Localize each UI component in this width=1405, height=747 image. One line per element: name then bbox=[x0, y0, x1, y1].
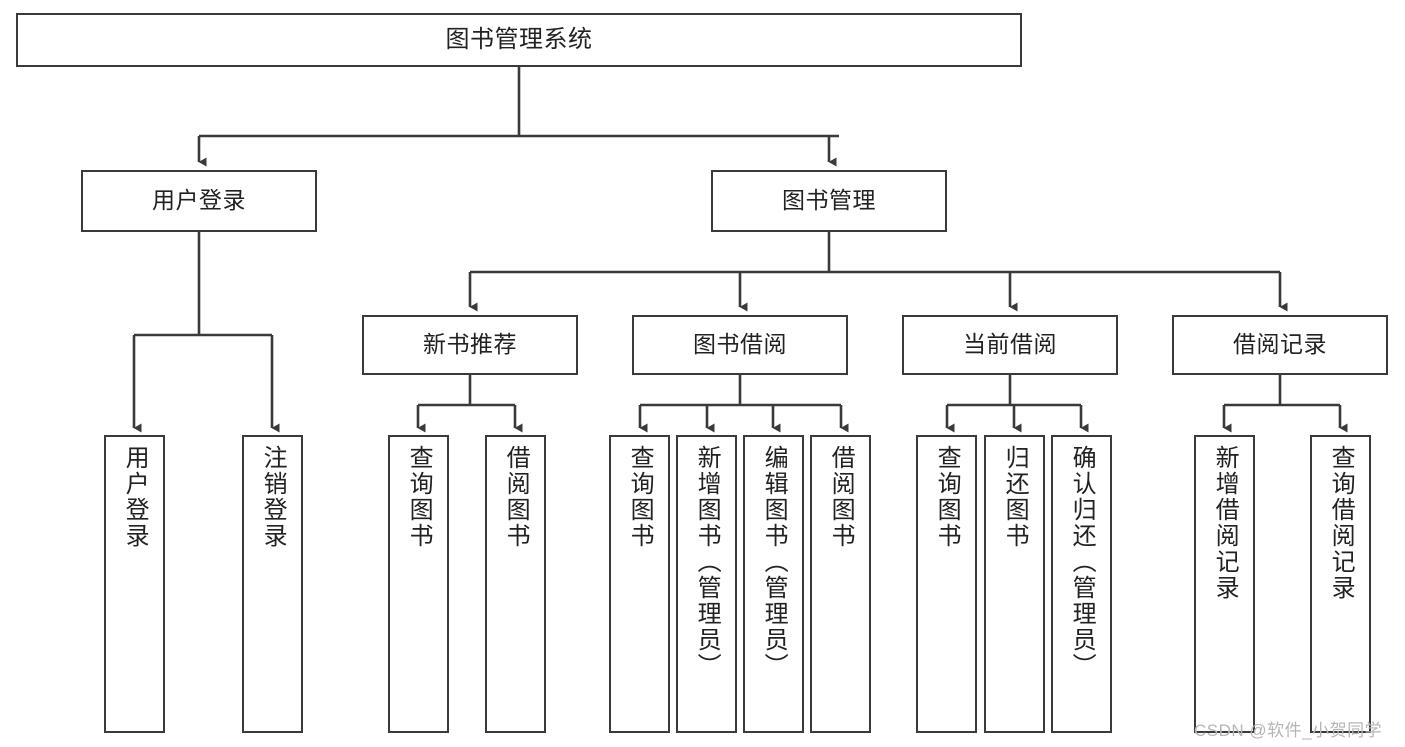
node-current-borrow[interactable]: 当前借阅 bbox=[902, 315, 1118, 375]
node-label: 借阅记录 bbox=[1233, 331, 1327, 358]
leaf-user-login[interactable]: 用户登录 bbox=[104, 435, 165, 733]
leaf-logout-login[interactable]: 注销登录 bbox=[242, 435, 303, 733]
node-label: 查询图书 bbox=[933, 445, 961, 549]
leaf-confirm-return-admin[interactable]: 确认归还（管理员） bbox=[1051, 435, 1112, 733]
node-borrow-record[interactable]: 借阅记录 bbox=[1172, 315, 1388, 375]
node-label: 图书借阅 bbox=[693, 331, 787, 358]
node-label: 借阅图书 bbox=[502, 445, 530, 549]
node-label: 新增借阅记录 bbox=[1211, 445, 1239, 601]
leaf-edit-book-admin[interactable]: 编辑图书（管理员） bbox=[743, 435, 804, 733]
leaf-add-borrow-record[interactable]: 新增借阅记录 bbox=[1194, 435, 1255, 733]
node-label: 当前借阅 bbox=[963, 331, 1057, 358]
node-book-management[interactable]: 图书管理 bbox=[711, 170, 947, 232]
node-label: 借阅图书 bbox=[827, 445, 855, 549]
node-label: 新书推荐 bbox=[423, 331, 517, 358]
node-label: 新增图书（管理员） bbox=[693, 445, 721, 679]
node-label: 编辑图书（管理员） bbox=[760, 445, 788, 679]
leaf-borrow-book-recommend[interactable]: 借阅图书 bbox=[485, 435, 546, 733]
node-label: 查询图书 bbox=[626, 445, 654, 549]
leaf-query-book-borrow[interactable]: 查询图书 bbox=[609, 435, 670, 733]
node-root-system[interactable]: 图书管理系统 bbox=[16, 13, 1022, 67]
leaf-borrow-book[interactable]: 借阅图书 bbox=[810, 435, 871, 733]
node-book-borrow[interactable]: 图书借阅 bbox=[632, 315, 848, 375]
leaf-return-book[interactable]: 归还图书 bbox=[984, 435, 1045, 733]
node-label: 查询图书 bbox=[405, 445, 433, 549]
leaf-query-book-current[interactable]: 查询图书 bbox=[916, 435, 977, 733]
node-label: 图书管理 bbox=[782, 187, 876, 214]
node-new-book-recommend[interactable]: 新书推荐 bbox=[362, 315, 578, 375]
node-user-login[interactable]: 用户登录 bbox=[81, 170, 317, 232]
leaf-query-borrow-record[interactable]: 查询借阅记录 bbox=[1310, 435, 1371, 733]
node-label: 用户登录 bbox=[121, 445, 149, 549]
node-label: 归还图书 bbox=[1001, 445, 1029, 549]
node-label: 确认归还（管理员） bbox=[1068, 445, 1096, 679]
node-label: 用户登录 bbox=[152, 187, 246, 214]
node-label: 注销登录 bbox=[259, 445, 287, 549]
node-label: 查询借阅记录 bbox=[1327, 445, 1355, 601]
leaf-add-book-admin[interactable]: 新增图书（管理员） bbox=[676, 435, 737, 733]
leaf-query-book-recommend[interactable]: 查询图书 bbox=[388, 435, 449, 733]
node-label: 图书管理系统 bbox=[445, 25, 593, 53]
csdn-watermark: CSDN @软件_小贺同学 bbox=[1194, 721, 1383, 740]
